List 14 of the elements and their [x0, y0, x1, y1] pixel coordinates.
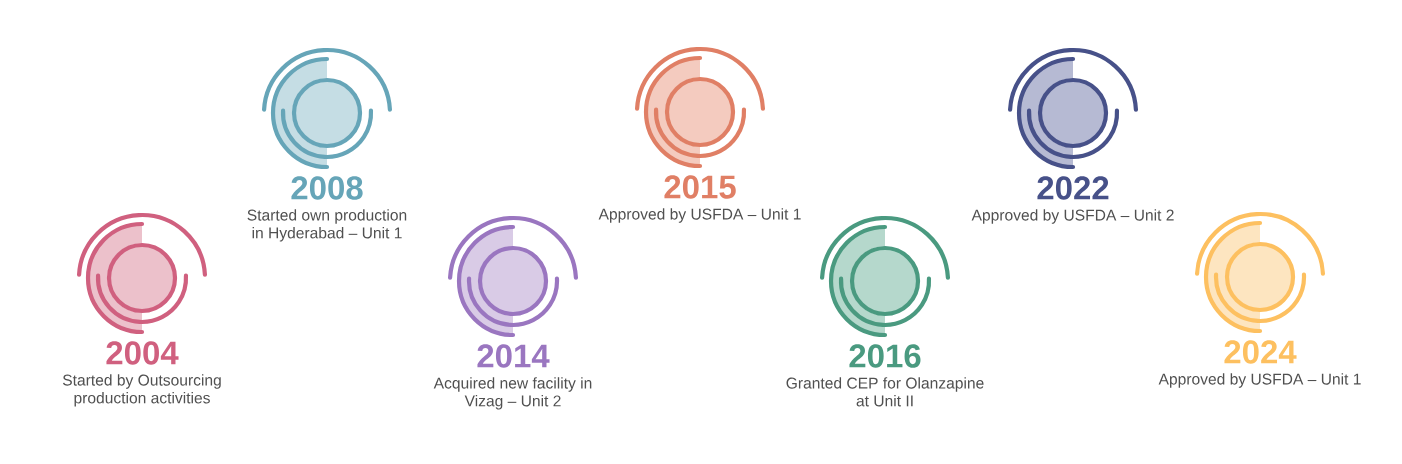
year-label: 2015 [664, 175, 736, 199]
description: Approved by USFDA – Unit 1 [1158, 373, 1361, 388]
description: Approved by USFDA – Unit 1 [598, 208, 801, 223]
year-label: 2014 [477, 344, 550, 368]
description: Granted CEP for Olanzapine at Unit II [786, 377, 984, 407]
year-label: 2008 [291, 176, 363, 200]
year-label: 2024 [1224, 340, 1297, 364]
description: Started by Outsourcing production activities [62, 374, 221, 407]
year-label: 2004 [106, 341, 179, 365]
year-label: 2022 [1037, 176, 1109, 200]
description: Acquired new facility in Vizag – Unit 2 [433, 377, 592, 410]
year-label: 2016 [849, 344, 921, 368]
description: Started own production in Hyderabad – Unit 1 [247, 209, 407, 242]
description: Approved by USFDA – Unit 2 [971, 209, 1174, 224]
